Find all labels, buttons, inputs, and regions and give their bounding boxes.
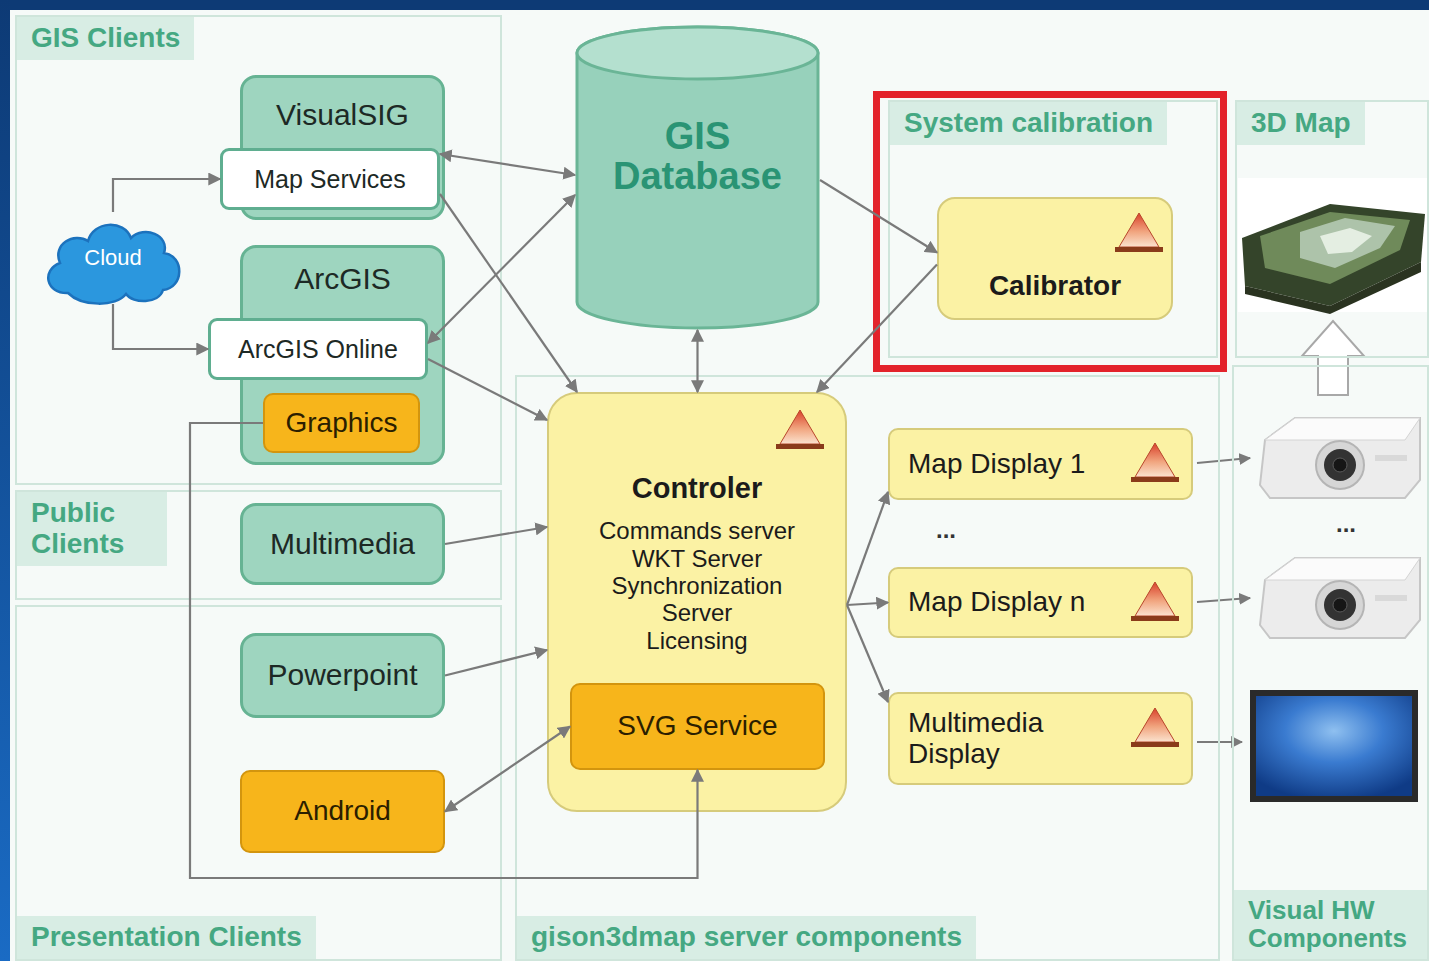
group-panel: Visual HW Components: [1232, 365, 1429, 961]
box-label: Powerpoint: [267, 658, 417, 693]
database-cylinder: GIS Database: [575, 25, 820, 330]
connector-arrow: [445, 727, 570, 812]
projector-illustration: [1260, 558, 1420, 638]
app-icon: [775, 408, 825, 452]
connector-arrow: [190, 423, 698, 878]
box-label: Map Display n: [908, 586, 1085, 618]
group-panel: Presentation Clients PowerpointAndroid: [15, 605, 502, 961]
hollow-up-arrow: [1302, 321, 1364, 395]
server-box: ControlerCommands serverWKT ServerSynchr…: [547, 392, 847, 812]
box-label: GIS Database: [590, 117, 805, 197]
connector-arrow: [847, 605, 888, 702]
group-panel: Public Clients Multimedia: [15, 490, 502, 600]
frame-bar: [0, 0, 10, 961]
box-label: Graphics: [285, 407, 397, 439]
client-box: VisualSIG Map Services: [240, 75, 445, 220]
client-box: ArcGIS ArcGIS OnlineGraphics: [240, 245, 445, 465]
connector-arrow: [847, 492, 888, 605]
box-label: Multimedia Display: [908, 708, 1083, 770]
highlight-frame: [877, 95, 1224, 369]
app-icon: [1130, 706, 1180, 750]
app-icon: [1114, 211, 1164, 255]
ellipsis-label: ...: [936, 516, 956, 543]
feature-line: WKT Server: [632, 545, 762, 572]
box-label: Android: [294, 795, 391, 827]
svg-box: Graphics: [263, 393, 420, 453]
panel-heading: System calibration: [890, 102, 1167, 145]
connector-arrow: [113, 179, 220, 212]
panel-heading: Public Clients: [17, 492, 167, 566]
ellipsis-holder: ...: [936, 516, 956, 544]
feature-line: Synchronization Server: [582, 572, 812, 627]
box-label: Calibrator: [989, 270, 1121, 302]
connector-arrow: [440, 154, 575, 175]
app-icon: [1130, 441, 1180, 485]
ellipsis-label: ...: [1336, 510, 1356, 537]
box-label: Map Display 1: [908, 448, 1085, 480]
group-panel: GIS ClientsCloud VisualSIG Map ServicesArc…: [15, 15, 502, 485]
cloud-node: Cloud: [38, 208, 188, 308]
connector-arrow: [820, 180, 937, 253]
projector-illustration: [1260, 418, 1420, 498]
client-box: Powerpoint: [240, 633, 445, 718]
panel-heading: Presentation Clients: [17, 916, 316, 959]
box-label: VisualSIG: [276, 98, 409, 133]
panel-heading: GIS Clients: [17, 17, 194, 60]
box-label: SVG Service: [617, 710, 777, 742]
page-ground: [10, 10, 1429, 961]
box-label: ArcGIS Online: [238, 335, 398, 364]
box-label: Map Services: [254, 165, 405, 194]
panel-heading: 3D Map: [1237, 102, 1365, 145]
ellipsis-holder: ...: [1336, 510, 1356, 538]
service-box: Map Services: [220, 148, 440, 210]
connector-arrow: [445, 650, 547, 676]
connector-arrow: [817, 265, 937, 393]
server-box: Multimedia Display: [888, 692, 1193, 785]
connector-arrow: [847, 603, 888, 606]
svg-box: Android: [240, 770, 445, 853]
server-box: Map Display 1: [888, 428, 1193, 500]
box-label: Cloud: [84, 245, 141, 270]
feature-line: Commands server: [599, 517, 795, 544]
group-panel: System calibrationCalibrator: [888, 100, 1218, 358]
server-box: Calibrator: [937, 197, 1173, 320]
connector-arrow: [445, 527, 547, 544]
connector-arrow: [113, 304, 208, 349]
feature-line: Licensing: [646, 627, 747, 654]
box-label: Multimedia: [270, 527, 415, 562]
group-panel: gison3dmap server components ControlerCom…: [515, 375, 1220, 961]
app-icon: [1130, 580, 1180, 624]
connector-arrow: [428, 359, 547, 420]
panel-heading: Visual HW Components: [1234, 890, 1427, 959]
connector-arrow: [428, 195, 575, 343]
connector-arrow: [440, 194, 577, 392]
connector-arrow: [696, 330, 698, 392]
service-box: ArcGIS Online: [208, 318, 428, 380]
server-box: Map Display n: [888, 567, 1193, 638]
group-panel: 3D Map: [1235, 100, 1429, 358]
box-label: Controler: [632, 472, 763, 505]
client-box: Multimedia: [240, 503, 445, 585]
output-lines: [1197, 458, 1250, 742]
panel-heading: gison3dmap server components: [517, 916, 976, 959]
box-label: ArcGIS: [294, 262, 391, 297]
svg-box: SVG Service: [570, 683, 825, 770]
terrain-illustration: [1238, 178, 1427, 314]
screen-illustration: [1250, 690, 1418, 802]
